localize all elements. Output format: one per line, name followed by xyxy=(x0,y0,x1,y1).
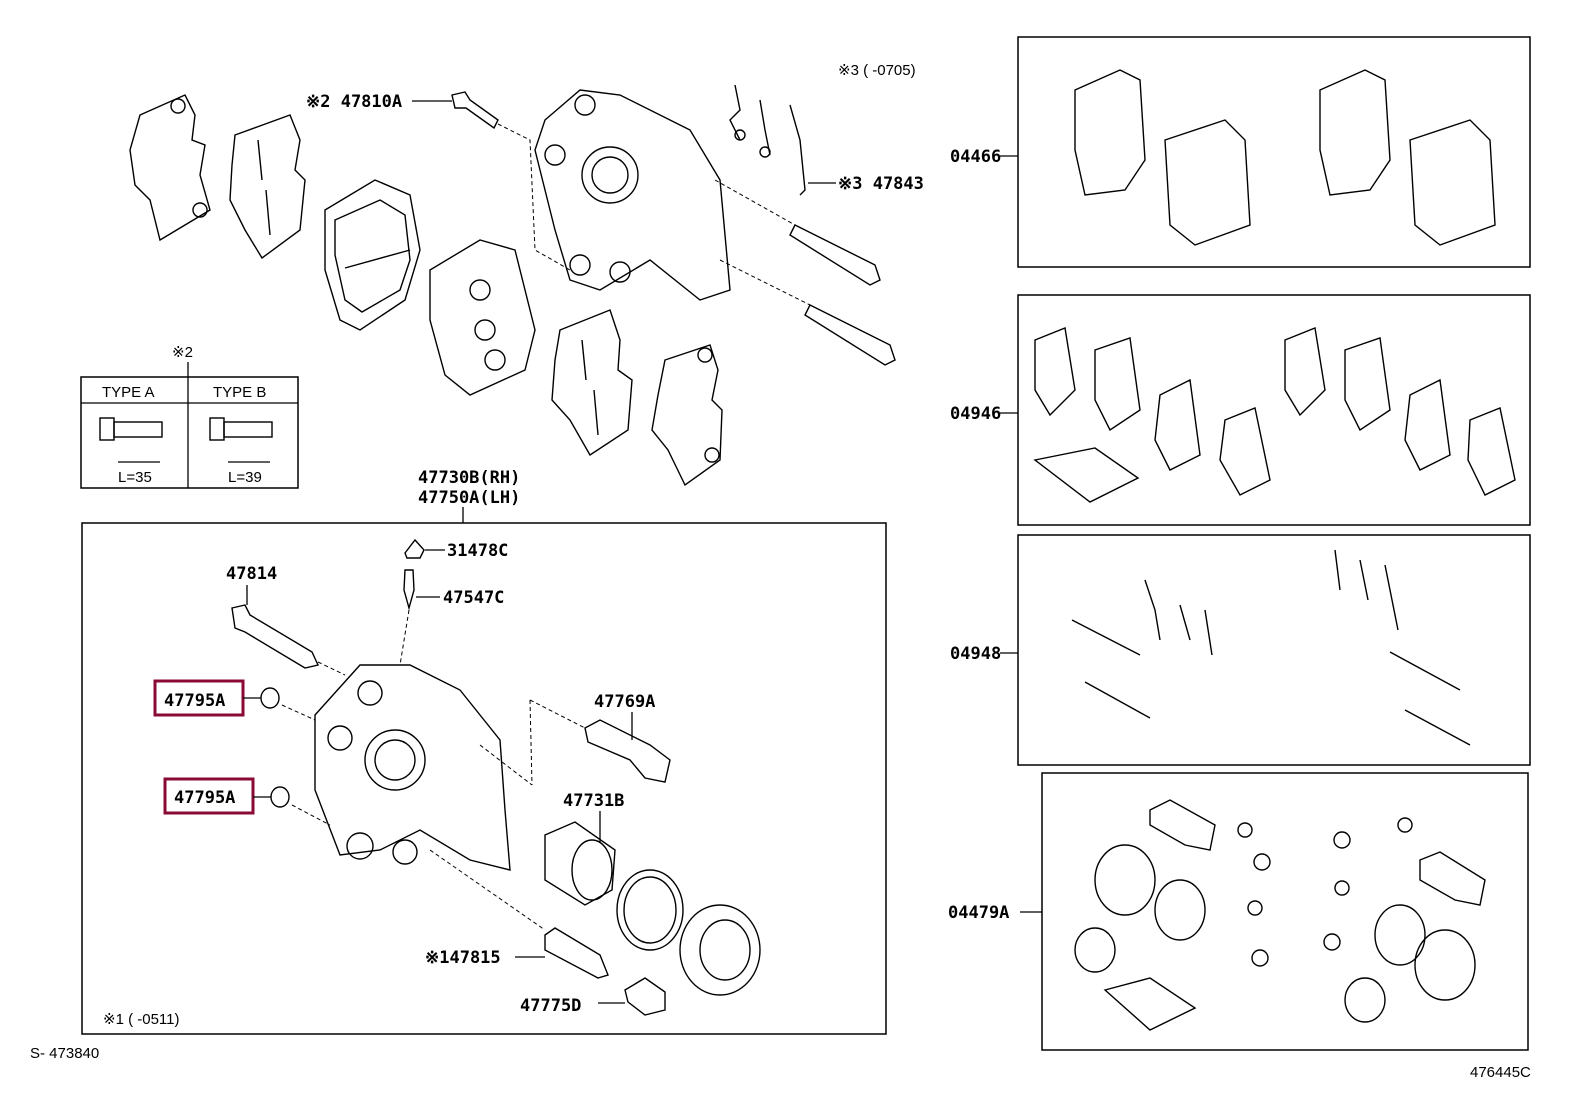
kit-box-04479A xyxy=(1041,772,1529,1051)
part-label-47775D[interactable]: 47775D xyxy=(520,996,581,1016)
kit-label-04466[interactable]: 04466 xyxy=(950,147,1001,167)
pins-top xyxy=(714,179,896,366)
bushing-47769A xyxy=(479,699,671,786)
type-b-length: L=39 xyxy=(228,469,262,486)
part-label-47547C[interactable]: 47547C xyxy=(443,588,504,608)
kit-label-04479A[interactable]: 04479A xyxy=(948,903,1009,923)
kit-label-04946[interactable]: 04946 xyxy=(950,404,1001,424)
part-label-31478C[interactable]: 31478C xyxy=(447,541,508,561)
note-3-range: ※3 ( -0705) xyxy=(838,62,916,79)
slide-pin-47815 xyxy=(429,849,609,979)
part-label-47731B[interactable]: 47731B xyxy=(563,791,624,811)
piston-47731B xyxy=(544,821,616,906)
part-label-47843[interactable]: ※3 47843 xyxy=(838,174,924,194)
part-label-47769A[interactable]: 47769A xyxy=(594,692,655,712)
bleeder-47547C xyxy=(399,569,415,666)
washer-upper xyxy=(260,687,316,721)
shim-inner-left xyxy=(229,114,306,260)
caliper-top xyxy=(534,89,731,301)
cap-31478C xyxy=(404,538,425,559)
note-1-range: ※1 ( -0511) xyxy=(103,1011,180,1028)
type-b-header: TYPE B xyxy=(213,384,266,401)
guide-bolt-top xyxy=(451,91,571,271)
part-label-47750A[interactable]: 47750A(LH) xyxy=(418,488,520,508)
type-a-length: L=35 xyxy=(118,469,152,486)
part-label-47795A-upper[interactable]: 47795A xyxy=(164,691,225,711)
part-label-47810A[interactable]: ※2 47810A xyxy=(306,92,402,112)
anti-rattle-springs xyxy=(729,84,806,196)
kit-box-04466 xyxy=(1017,36,1531,268)
type-a-header: TYPE A xyxy=(102,384,155,401)
diagram-reference: S- 473840 xyxy=(30,1045,99,1062)
caliper-assembly-box xyxy=(81,522,887,1035)
slide-pin-47814 xyxy=(231,604,346,676)
kit-label-04948[interactable]: 04948 xyxy=(950,644,1001,664)
figure-code: 476445C xyxy=(1470,1064,1531,1081)
brake-pad-left xyxy=(324,179,421,331)
piston-seal xyxy=(616,869,684,951)
caliper-body xyxy=(314,664,511,871)
part-label-47730B[interactable]: 47730B(RH) xyxy=(418,468,520,488)
kit-box-04946 xyxy=(1017,294,1531,526)
shim-outer-left xyxy=(129,94,211,242)
part-label-47795A-lower[interactable]: 47795A xyxy=(174,788,235,808)
note-2-marker: ※2 xyxy=(172,344,193,361)
shim-inner-right xyxy=(551,309,633,456)
boot-47775D xyxy=(624,977,666,1016)
part-label-47815[interactable]: ※147815 xyxy=(425,948,501,968)
brake-pad-right xyxy=(429,239,536,396)
shim-outer-right xyxy=(651,344,723,487)
highlight-box-47795A-lower xyxy=(163,777,255,815)
kit-box-04948 xyxy=(1017,534,1531,766)
part-label-47814[interactable]: 47814 xyxy=(226,564,277,584)
bolt-type-table: ※2 TYPE A TYPE B L=35 L=39 xyxy=(80,344,299,489)
dust-boot xyxy=(679,904,761,996)
